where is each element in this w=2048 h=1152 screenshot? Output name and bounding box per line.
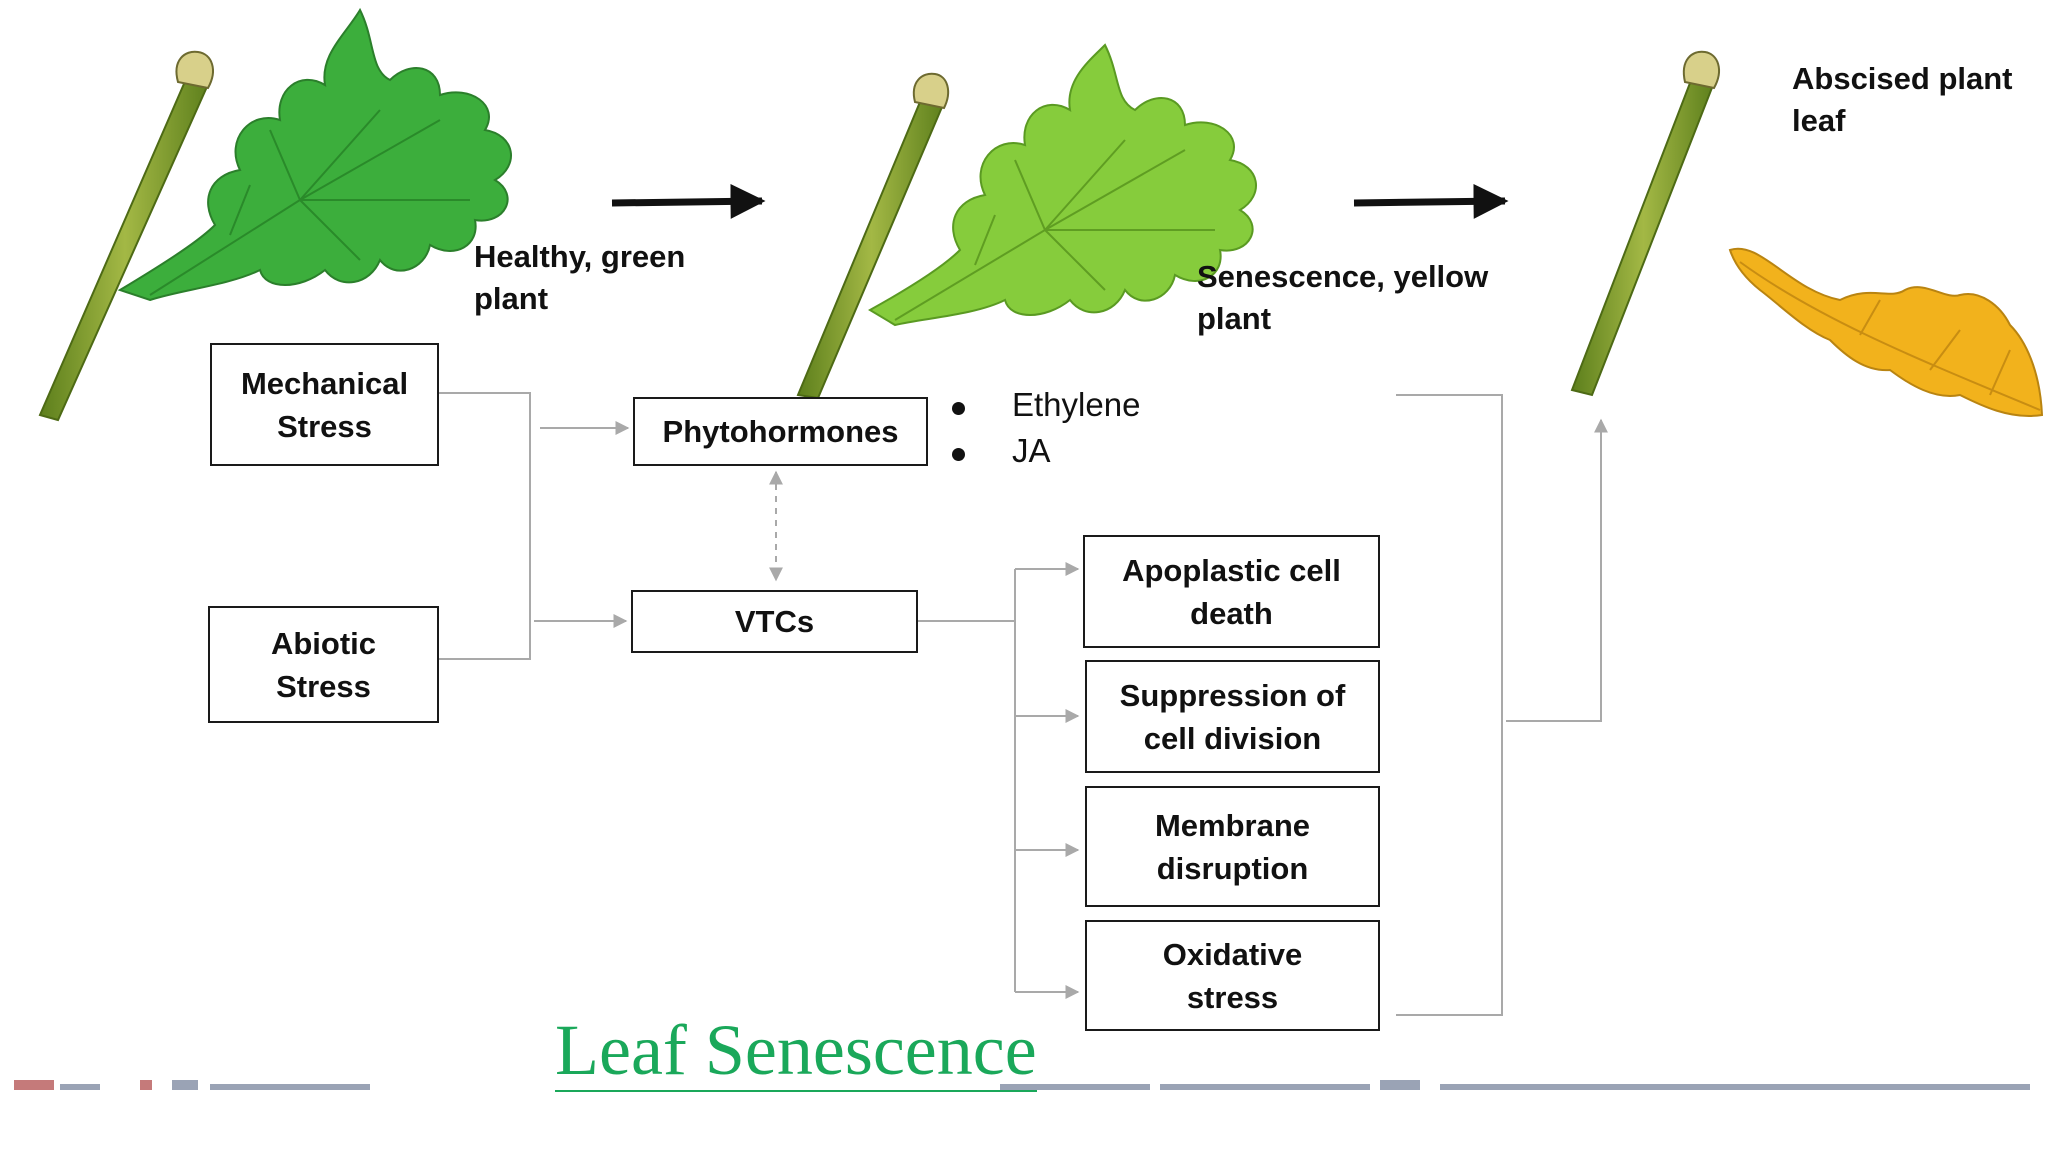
phytohormones-box: Phytohormones (633, 397, 928, 466)
bracket-to-abscission (1506, 418, 1608, 722)
senescent-stem (796, 88, 947, 400)
hormone-ja: JA (1012, 432, 1051, 469)
stage-label-healthy: Healthy, green plant (474, 239, 686, 316)
right-bracket (1396, 394, 1503, 1016)
oxidative-stress-box: Oxidative stress (1085, 920, 1380, 1031)
senescent-plant-illustration (796, 43, 1257, 400)
abscised-plant-illustration (1570, 50, 2044, 417)
mechanical-stress-box: Mechanical Stress (210, 343, 439, 466)
obscured-caption-band (0, 1078, 2048, 1094)
caption-ghost (14, 1080, 2030, 1090)
stage-label-senescence: Senescence, yellow plant (1197, 259, 1489, 336)
progression-arrow-1 (611, 183, 766, 219)
bullet-dot (952, 448, 965, 461)
vtcs-box: VTCs (631, 590, 918, 653)
progression-arrow-2 (1353, 183, 1509, 219)
senescent-leaf (868, 43, 1257, 327)
abscised-leaf (1728, 247, 2044, 417)
healthy-stem (38, 68, 212, 422)
healthy-bud (175, 50, 214, 90)
mechanical-to-bracket (438, 392, 531, 660)
leaf-senescence-title[interactable]: Leaf Senescence (555, 1010, 1037, 1092)
senescent-leaf-veins (894, 139, 1215, 321)
healthy-leaf (117, 7, 512, 302)
abscised-leaf-veins (1739, 261, 2041, 411)
bullet-dot (952, 402, 965, 415)
hormone-ethylene: Ethylene (1012, 386, 1141, 423)
abscised-bud (1682, 50, 1720, 90)
membrane-disruption-box: Membrane disruption (1085, 786, 1380, 907)
stage-label-abscised: Abscised plant leaf (1792, 61, 2013, 138)
abiotic-stress-box: Abiotic Stress (208, 606, 439, 723)
suppression-of-cell-division-box: Suppression of cell division (1085, 660, 1380, 773)
apoplastic-cell-death-box: Apoplastic cell death (1083, 535, 1380, 648)
abscised-stem (1570, 68, 1717, 397)
senescent-bud (912, 72, 950, 110)
connector-lines (438, 392, 1608, 1016)
healthy-plant-illustration (38, 7, 512, 422)
healthy-leaf-veins (149, 109, 470, 296)
